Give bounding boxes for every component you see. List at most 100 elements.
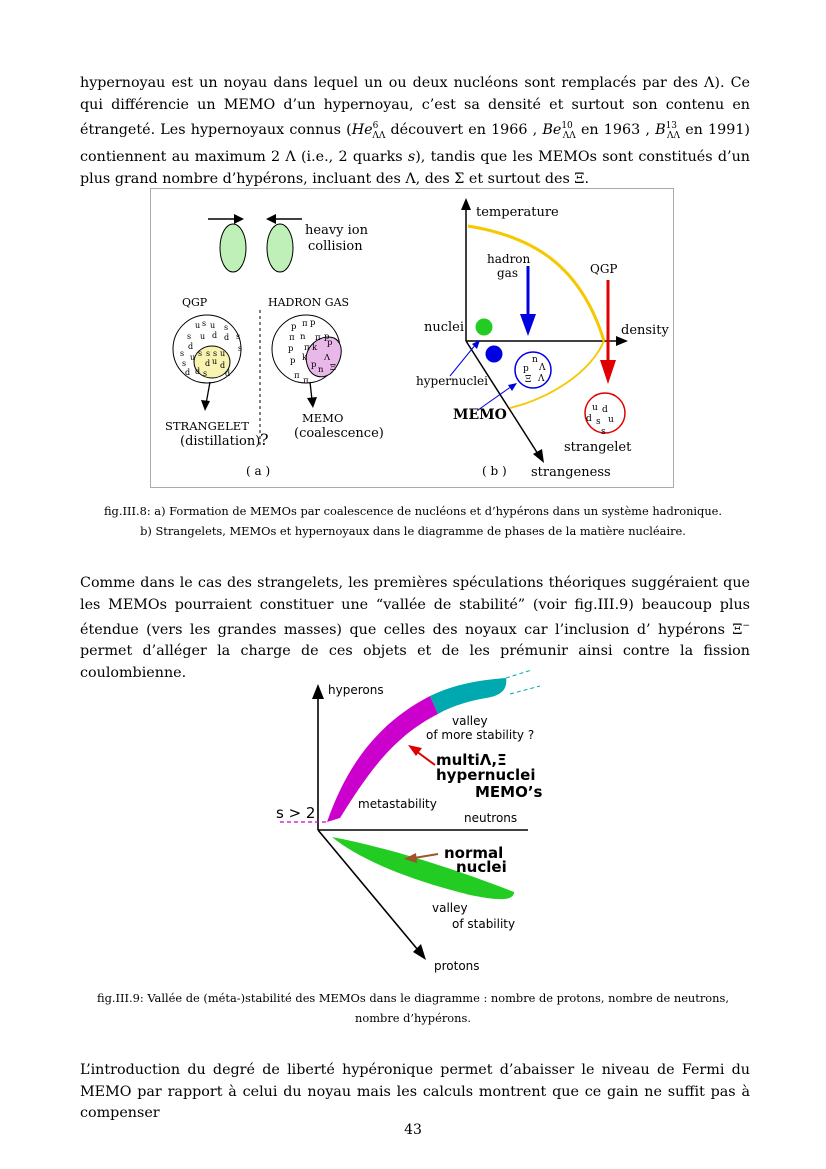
protons-label: protons (434, 959, 480, 973)
svg-text:u: u (592, 403, 598, 413)
svg-text:n: n (300, 332, 306, 342)
svg-text:d: d (225, 369, 230, 378)
temperature-label: temperature (476, 205, 559, 220)
valley-stability-line2: of stability (452, 917, 515, 931)
svg-text:s: s (596, 417, 601, 427)
metastability-label: metastability (358, 797, 437, 811)
caption-9-line-1: fig.III.9: Vallée de (méta-)stabilité de… (97, 991, 729, 1005)
memo-circle (514, 351, 552, 389)
svg-text:π: π (303, 376, 309, 386)
svg-text:n: n (318, 365, 324, 375)
svg-text:p: p (327, 338, 333, 348)
svg-text:u: u (210, 321, 215, 330)
svg-text:p: p (523, 364, 529, 374)
neutrons-label: neutrons (464, 811, 517, 825)
svg-text:Ξ: Ξ (525, 375, 531, 385)
svg-text:d: d (224, 333, 229, 342)
svg-text:s: s (238, 344, 242, 353)
hypernuclei-label-b: hypernuclei (416, 374, 488, 388)
caption-8-line-2: b) Strangelets, MEMOs et hypernoyaux dan… (140, 524, 686, 538)
svg-text:Λ: Λ (538, 363, 546, 373)
density-label: density (621, 323, 669, 338)
svg-text:s: s (187, 332, 191, 341)
svg-text:d: d (195, 367, 200, 376)
svg-text:u: u (195, 321, 200, 330)
question-mark: ? (260, 430, 269, 449)
figure-III-9-caption: fig.III.9: Vallée de (méta-)stabilité de… (0, 988, 826, 1028)
valley-more-stability-line2: of more stability ? (426, 728, 534, 742)
svg-text:π: π (294, 371, 300, 381)
strangelet-label-a: STRANGELET (165, 419, 249, 433)
heavy-ion-label: heavy ion (305, 223, 369, 238)
svg-text:d: d (220, 361, 225, 370)
distillation-label: (distillation) (180, 434, 260, 449)
paragraph-3: L’introduction du degré de liberté hypér… (80, 1062, 750, 1121)
svg-text:Ξ: Ξ (330, 363, 336, 373)
svg-text:d: d (205, 359, 210, 368)
svg-text:s: s (206, 349, 210, 358)
memo-cluster (305, 336, 342, 378)
qgp-label-a: QGP (182, 296, 208, 309)
svg-text:d: d (188, 342, 193, 351)
svg-text:Λ: Λ (323, 353, 331, 363)
caption-9-line-2: nombre d’hypérons. (355, 1011, 471, 1025)
s-gt-2-label: s > 2 (276, 804, 315, 822)
svg-text:π: π (315, 333, 321, 343)
nucleus-left (219, 223, 247, 273)
svg-text:s: s (224, 323, 228, 332)
svg-text:p: p (291, 322, 297, 332)
strangelet-label-b: strangelet (564, 440, 632, 455)
panel-a-label: ( a ) (246, 464, 270, 478)
panel-b-label: ( b ) (482, 464, 507, 478)
svg-text:s: s (202, 319, 206, 328)
metastable-boundary (509, 340, 605, 409)
hadron-gas-label: HADRON GAS (268, 296, 349, 309)
coalescence-label: (coalescence) (294, 426, 384, 441)
qgp-label-b: QGP (590, 262, 618, 276)
hadron-label: hadron (487, 252, 531, 266)
multi-hyperons-label: multiΛ,Ξ (436, 751, 507, 769)
hypernuclei-label-9: hypernuclei (436, 766, 535, 784)
svg-text:s: s (198, 349, 202, 358)
valley-more-stability-line1: valley (452, 714, 488, 728)
caption-8-line-1: fig.III.8: a) Formation de MEMOs par coa… (103, 504, 723, 518)
svg-text:p: p (311, 360, 317, 370)
hyperons-label: hyperons (328, 683, 384, 697)
svg-text:d: d (185, 368, 190, 377)
gas-label: gas (497, 266, 518, 280)
svg-text:s: s (236, 332, 240, 341)
svg-text:p: p (290, 356, 296, 366)
figure-III-8-caption: fig.III.8: a) Formation de MEMOs par coa… (0, 501, 826, 541)
svg-text:s: s (203, 369, 207, 378)
svg-text:u: u (212, 357, 217, 366)
svg-text:s: s (601, 427, 606, 437)
strangelet-circle (584, 392, 626, 434)
valley-stability-line1: valley (432, 901, 468, 915)
svg-text:d: d (586, 414, 592, 424)
collision-label: collision (308, 239, 363, 254)
hypernuclei-dot (485, 345, 503, 363)
normal-label: normal (444, 844, 503, 862)
more-stability-band (430, 678, 507, 714)
svg-text:u: u (608, 415, 614, 425)
svg-text:π: π (304, 343, 310, 353)
svg-text:π: π (289, 333, 295, 343)
svg-text:u: u (200, 332, 205, 341)
phase-boundary (467, 224, 606, 342)
nuclei-label-b: nuclei (424, 320, 464, 335)
svg-text:π: π (302, 319, 308, 329)
strangelet-droplet (193, 345, 231, 379)
svg-text:p: p (324, 332, 330, 342)
svg-text:u: u (220, 349, 225, 358)
svg-text:s: s (213, 349, 217, 358)
svg-text:d: d (212, 331, 217, 340)
memo-label-b: MEMO (453, 407, 507, 423)
svg-text:s: s (180, 349, 184, 358)
memos-label: MEMO’s (475, 783, 543, 801)
svg-text:s: s (182, 359, 186, 368)
strangeness-label: strangeness (531, 465, 611, 480)
nuclei-label-9: nuclei (456, 858, 507, 876)
svg-text:n: n (532, 355, 538, 365)
